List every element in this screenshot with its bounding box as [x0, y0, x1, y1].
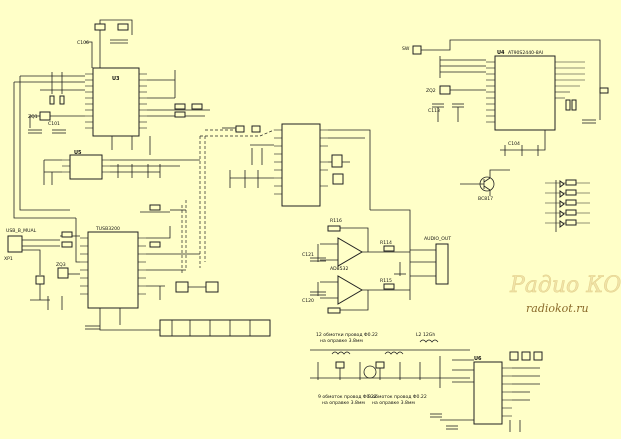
c120-label: C120 — [302, 298, 314, 304]
u4-right-parts: C104 — [500, 87, 609, 156]
u3-label: U3 — [112, 76, 120, 82]
u6-label: U6 — [474, 356, 482, 362]
rf-circuit — [310, 339, 474, 388]
xp1-label: XP1 — [4, 256, 13, 262]
bc817-transistor: BC817 — [460, 169, 510, 202]
u4-left-wiring: SW ZQ2 C113 — [402, 39, 601, 122]
u5-label: U5 — [74, 150, 82, 156]
c104-label: C104 — [508, 141, 520, 147]
sw-label: SW — [402, 46, 410, 52]
note-6: на оправке 3.8мм — [372, 400, 415, 406]
watermark-brand: Радио КОТ — [509, 273, 621, 298]
zq2-label: ZQ2 — [426, 88, 436, 94]
u1-chip: TUSB3200 — [80, 226, 146, 309]
usb-connector: USB_B_MUAL XP1 — [4, 228, 60, 301]
c121-label: C121 — [302, 252, 314, 258]
ad8532-label: AD8532 — [330, 266, 348, 272]
led-column — [545, 179, 590, 232]
u6-chip: U6 — [430, 351, 543, 432]
note-3: 9 обмоток провод Φ0.22 — [318, 394, 377, 400]
codec-top-parts — [222, 125, 261, 133]
usb-label: USB_B_MUAL — [6, 228, 37, 234]
rf-notes: 12 обмотки провод Φ0.22 на оправке 3.8мм… — [316, 332, 435, 406]
u3-chip: U3 — [85, 67, 147, 137]
r115-label: R115 — [380, 278, 392, 284]
u1-surrounding: ZQ3 — [47, 204, 219, 310]
bc817-label: BC817 — [478, 196, 493, 202]
u1-bottom-caps — [85, 308, 271, 337]
u5-chip: U5 — [43, 150, 200, 185]
c113-label: C113 — [428, 108, 440, 114]
left-bus — [13, 76, 76, 219]
note-1: 12 обмотки провод Φ0.22 — [316, 332, 378, 338]
u3-top-parts: C106 — [77, 19, 133, 68]
audio-out-label: AUDIO_OUT — [424, 236, 451, 242]
codec-chip — [229, 123, 371, 210]
watermark-url: radiokot.ru — [526, 302, 589, 315]
r116-label: R116 — [330, 218, 342, 224]
u4-label: U4 — [497, 50, 505, 56]
note-5: 9 обмоток провод Φ0.22 — [368, 394, 427, 400]
u3-right-wiring — [111, 70, 210, 155]
u3-left-wiring: ZQ1 C101 — [14, 72, 85, 134]
note-4: на оправке 3.8мм — [322, 400, 365, 406]
opamp-2: AD8532 C120 — [302, 266, 380, 314]
note-2: на оправке 3.8мм — [320, 338, 363, 344]
dashed-bus — [181, 129, 275, 275]
zq1-label: ZQ1 — [28, 114, 38, 120]
audio-out-section: R114 R115 AUDIO_OUT — [370, 209, 451, 300]
r114-label: R114 — [380, 240, 392, 246]
l2-label: L2 12Gh — [416, 332, 435, 338]
u4-part: AT90S2440-8AI — [508, 50, 543, 56]
radiokot-watermark: Радио КОТ radiokot.ru — [509, 273, 621, 315]
opamp-1: R116 C121 — [302, 218, 380, 267]
u4-chip: U4 AT90S2440-8AI — [486, 50, 585, 131]
u1-part: TUSB3200 — [95, 226, 120, 232]
c101-label: C101 — [48, 121, 60, 127]
zq3-label: ZQ3 — [56, 262, 66, 268]
c106-label: C106 — [77, 40, 89, 46]
